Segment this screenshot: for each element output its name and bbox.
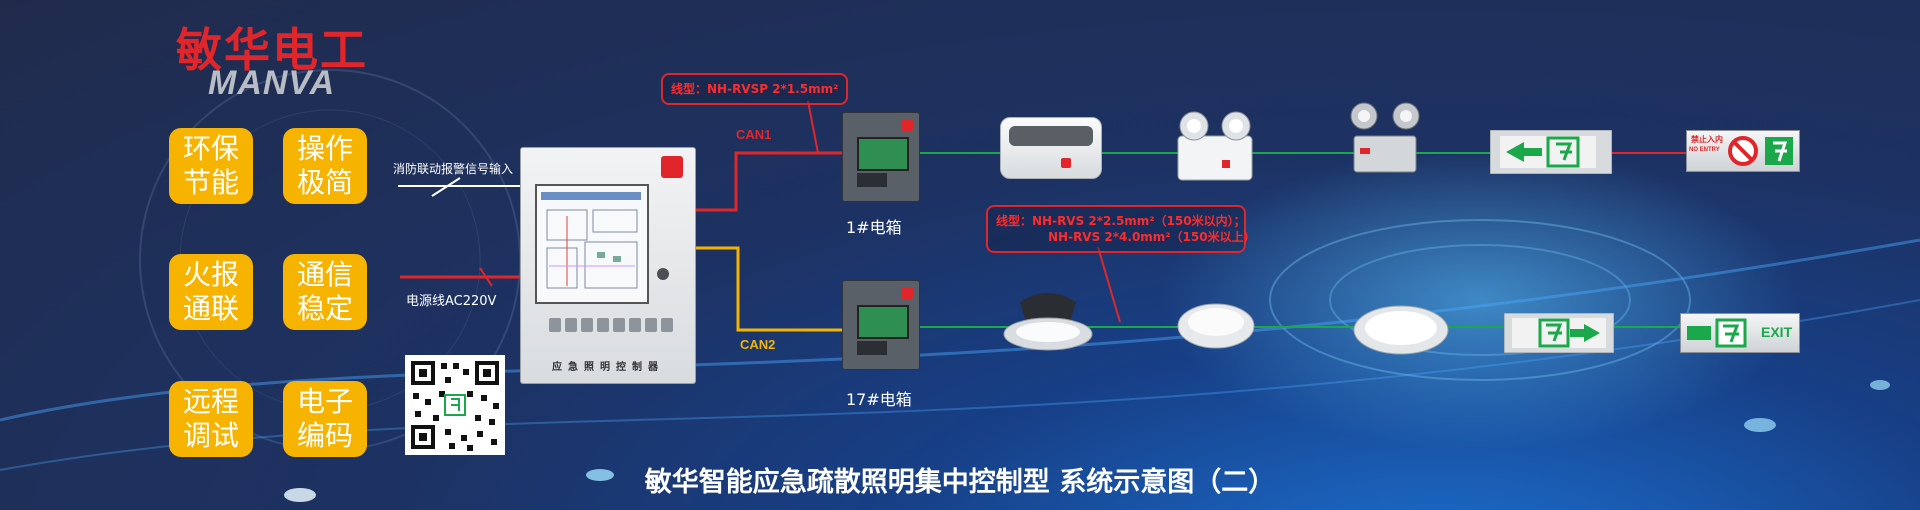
can2-label: CAN2 — [740, 337, 776, 352]
emergency-light-fixture — [1000, 117, 1102, 179]
feature-badge: 通信稳定 — [283, 254, 367, 330]
distribution-box-1 — [842, 112, 920, 202]
no-entry-cn: 禁止入内 — [1691, 135, 1723, 144]
exit-sign: EXIT — [1680, 313, 1800, 353]
brand-logo-cn: 敏华电工 — [176, 23, 368, 77]
button-row — [549, 318, 673, 332]
explosion-proof-emergency-light — [1350, 102, 1420, 173]
controller-badge — [661, 156, 683, 178]
right-exit-sign — [1504, 313, 1614, 353]
controller-screen — [535, 184, 649, 304]
emergency-lighting-controller: 应急照明控制器 — [520, 147, 696, 384]
recessed-downlight — [1003, 293, 1093, 351]
can1-label: CAN1 — [736, 127, 772, 142]
lock-knob — [657, 268, 669, 280]
feature-badge: 远程调试 — [169, 381, 253, 457]
exit-running-man-icon — [1687, 318, 1747, 348]
branch-cable-callout: 线型：NH-RVS 2*2.5mm²（150米以内）； NH-RVS 2*4.0… — [986, 205, 1256, 253]
feature-badge: 操作极简 — [283, 128, 367, 204]
no-entry-icon — [1728, 136, 1793, 166]
feature-badge: 火报通联 — [169, 254, 253, 330]
can1-cable-text: 线型：NH-RVSP 2*1.5mm² — [671, 82, 839, 96]
can1-cable-callout: 线型：NH-RVSP 2*1.5mm² — [661, 73, 849, 105]
box-1-label: 1#电箱 — [846, 218, 902, 237]
brand-logo-en: MANVA — [208, 64, 336, 102]
feature-badge: 电子编码 — [283, 381, 367, 457]
branch-cable-line2: NH-RVS 2*4.0mm²（150米以上） — [1048, 230, 1256, 244]
diagram-title: 敏华智能应急疏散照明集中控制型 系统示意图（二） — [644, 467, 1276, 498]
controller-label: 应急照明控制器 — [552, 362, 664, 373]
distribution-box-17 — [842, 280, 920, 370]
branch-cable-line1: 线型：NH-RVS 2*2.5mm²（150米以内）； — [996, 214, 1246, 228]
panel-downlight — [1353, 305, 1449, 355]
box-17-label: 17#电箱 — [846, 390, 912, 409]
feature-badge: 环保节能 — [169, 128, 253, 204]
qr-code — [405, 355, 505, 455]
exit-text: EXIT — [1761, 324, 1793, 340]
no-entry-en: NO ENTRY — [1689, 147, 1720, 153]
twin-head-emergency-light — [1177, 111, 1253, 181]
power-line-label: 电源线AC220V — [406, 294, 497, 309]
no-entry-exit-sign: 禁止入内 NO ENTRY — [1686, 130, 1800, 172]
fire-input-label: 消防联动报警信号输入 — [393, 162, 514, 176]
left-exit-sign — [1490, 130, 1612, 174]
ceiling-light — [1177, 303, 1255, 349]
